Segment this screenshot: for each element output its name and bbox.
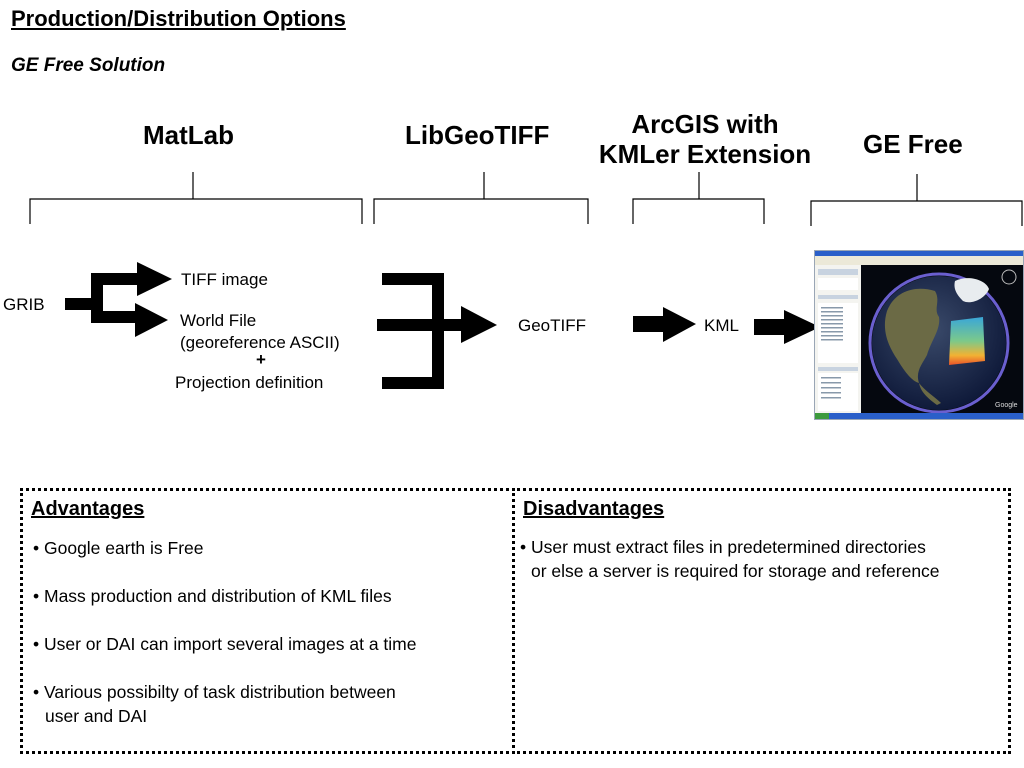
arrow-ge-shaft (754, 319, 792, 335)
stage-arcgis-line-2: KMLer Extension (598, 139, 812, 169)
taskbar (815, 413, 1023, 419)
window-menubar (815, 256, 1023, 265)
advantage-item-continuation: user and DAI (45, 706, 148, 726)
disadvantages-box: Disadvantages • User must extract files … (512, 488, 1011, 754)
google-earth-image: Google (815, 251, 1023, 419)
atmosphere-ring (868, 272, 1010, 414)
arrow-world-shaft (91, 311, 141, 323)
advantages-heading: Advantages (31, 498, 145, 520)
advantages-box: Advantages • Google earth is Free • Mass… (20, 488, 515, 754)
advantage-item: • Google earth is Free (33, 538, 204, 558)
disadvantage-item: • User must extract files in predetermin… (520, 537, 926, 557)
grib-stem (65, 298, 95, 310)
north-america-land (884, 288, 940, 383)
stage-arcgis-label: ArcGIS with KMLer Extension (580, 109, 830, 169)
stage-arcgis-line-1: ArcGIS with (631, 109, 779, 139)
kml-label: KML (704, 316, 739, 335)
disadvantage-item-continuation: or else a server is required for storage… (531, 561, 940, 581)
page-title: Production/Distribution Options (11, 6, 346, 31)
world-file-note: (georeference ASCII) (180, 333, 340, 352)
greenland-ice (954, 278, 989, 303)
merge-middle (377, 319, 462, 331)
merge-vertical (432, 273, 444, 389)
stage-gefree-label: GE Free (863, 129, 963, 159)
stage-matlab-label: MatLab (143, 120, 234, 150)
navigation-control-icon (1001, 269, 1017, 285)
arrow-world-head (135, 303, 168, 337)
google-watermark: Google (995, 402, 1018, 409)
arrow-kml-head (663, 307, 696, 342)
tiff-image-label: TIFF image (181, 270, 268, 289)
arrow-tiff-shaft (91, 273, 141, 285)
merge-bottom (382, 377, 444, 389)
window-titlebar (815, 251, 1023, 256)
plus-sign: + (256, 350, 266, 369)
advantage-item: • User or DAI can import several images … (33, 634, 417, 654)
bracket-libgeotiff (373, 172, 589, 224)
bracket-matlab (29, 172, 363, 224)
disadvantages-heading: Disadvantages (523, 498, 665, 520)
stage-libgeotiff-label: LibGeoTIFF (405, 120, 550, 150)
central-america-land (919, 383, 941, 405)
data-overlay (949, 317, 985, 365)
flow-diagram (29, 172, 1023, 389)
arrow-tiff-head (137, 262, 172, 296)
geotiff-label: GeoTIFF (518, 316, 587, 335)
google-earth-screenshot: Google (814, 250, 1024, 420)
start-button (815, 413, 829, 419)
arrow-kml-shaft (633, 316, 668, 332)
bracket-gefree (810, 174, 1023, 226)
bracket-arcgis (632, 172, 765, 224)
advantage-item: • Various possibilty of task distributio… (33, 682, 396, 702)
arrow-geotiff-head (461, 306, 497, 343)
world-file-label: World File (180, 311, 257, 330)
page-subtitle: GE Free Solution (11, 55, 166, 76)
merge-top (382, 273, 444, 285)
grib-split-vertical (91, 273, 103, 323)
advantage-item: • Mass production and distribution of KM… (33, 586, 392, 606)
grib-label: GRIB (3, 295, 45, 314)
projection-label: Projection definition (175, 373, 324, 392)
arrow-ge-head (784, 310, 820, 344)
